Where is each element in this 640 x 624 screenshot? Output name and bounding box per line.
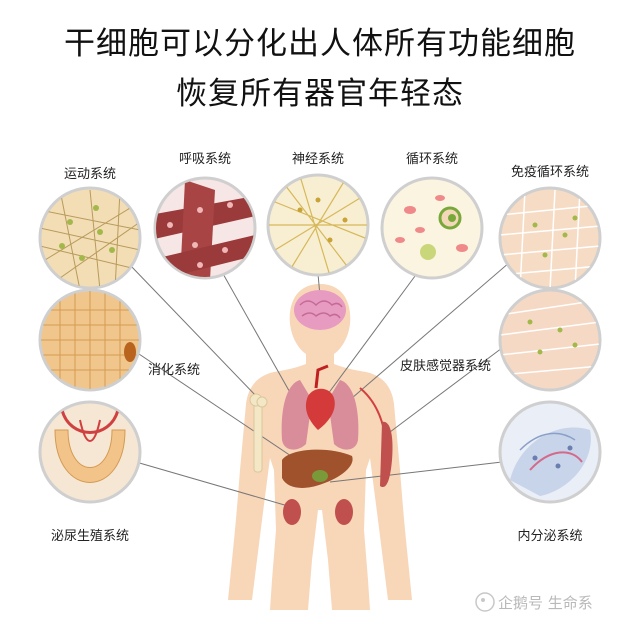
- label-immune: 免疫循环系统: [511, 164, 589, 180]
- watermark: 企鹅号 生命系: [475, 592, 593, 612]
- line-immune: [351, 261, 511, 399]
- line-digestive: [135, 351, 301, 463]
- line-respiratory: [221, 271, 293, 397]
- connector-lines: [129, 261, 511, 507]
- cell-circle-circulatory: [380, 176, 484, 280]
- organs: [249, 290, 393, 525]
- cell-circle-endocrine: [498, 400, 602, 504]
- cell-circle-immune: [498, 186, 602, 290]
- cell-circle-skin: [498, 288, 602, 392]
- title-line-2: 恢复所有器官年轻态: [176, 76, 464, 112]
- penguin-logo-icon: [475, 592, 495, 612]
- body-outline: [228, 284, 412, 610]
- watermark-text: 企鹅号 生命系: [498, 594, 593, 612]
- label-digestive: 消化系统: [148, 363, 200, 378]
- cell-circle-locomotor: [38, 186, 142, 290]
- body-silhouette: [228, 284, 412, 610]
- bone-icon: [249, 393, 268, 473]
- line-locomotor: [129, 264, 259, 399]
- liver-icon: [282, 449, 353, 488]
- label-skin: 皮肤感觉器系统: [400, 358, 491, 374]
- label-locomotor: 运动系统: [64, 167, 116, 182]
- cell-circle-respiratory: [153, 176, 257, 280]
- line-endocrine: [329, 461, 503, 483]
- label-endocrine: 内分泌系统: [517, 528, 582, 544]
- line-circulatory: [321, 271, 419, 403]
- label-nervous: 神经系统: [292, 152, 344, 167]
- title-line-1: 干细胞可以分化出人体所有功能细胞: [64, 26, 576, 62]
- label-circulatory: 循环系统: [406, 152, 458, 167]
- line-skin: [389, 347, 503, 433]
- cell-circle-digestive: [38, 288, 142, 392]
- label-respiratory: 呼吸系统: [179, 152, 231, 167]
- kidneys-icon: [283, 499, 353, 525]
- cell-circle-nervous: [266, 173, 370, 277]
- line-urinary: [135, 461, 289, 507]
- lungs-icon: [281, 380, 359, 450]
- label-urinary: 泌尿生殖系统: [51, 528, 129, 544]
- skin-muscle-icon: [380, 421, 393, 487]
- brain-icon: [294, 290, 346, 330]
- heart-icon: [305, 364, 335, 430]
- cell-circle-urinary: [38, 400, 142, 504]
